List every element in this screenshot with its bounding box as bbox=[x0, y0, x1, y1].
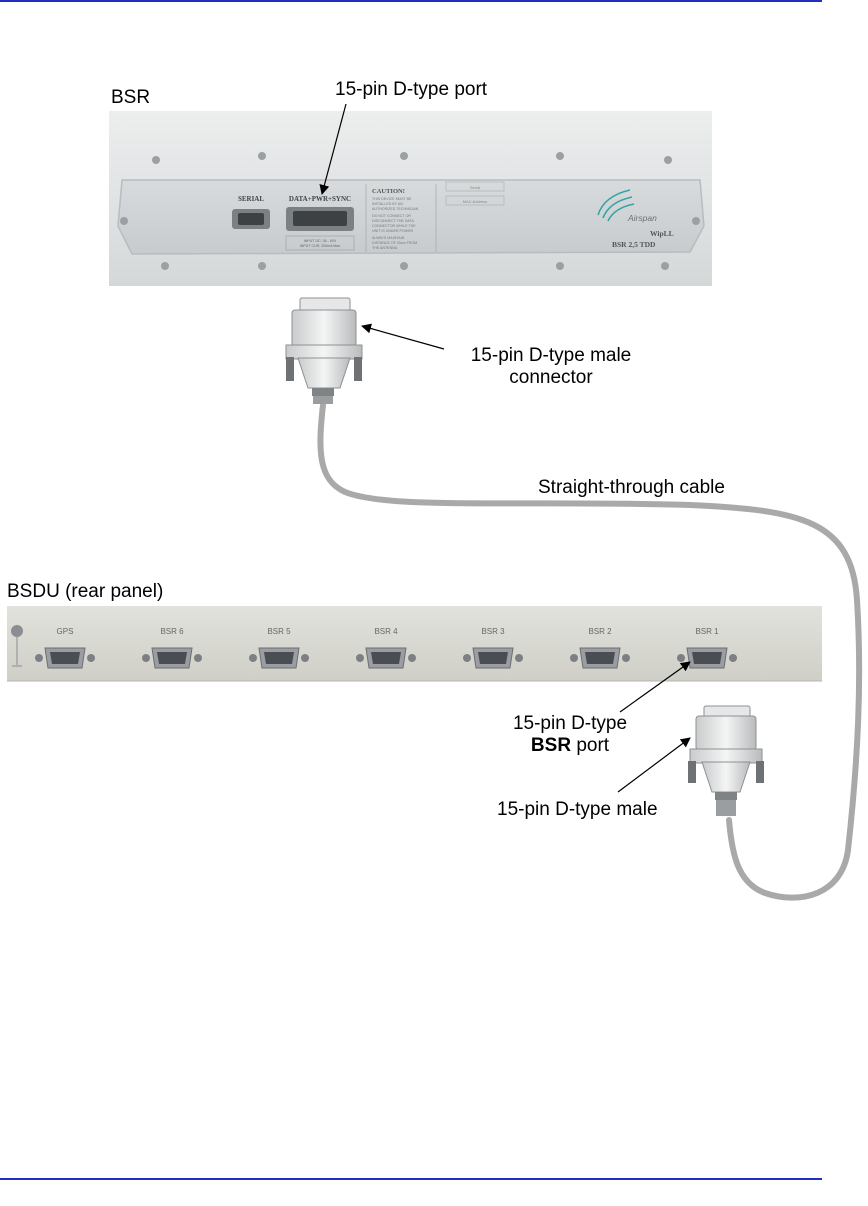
port-screw bbox=[356, 654, 364, 662]
arrow-male-connector bbox=[361, 323, 445, 350]
port-screw bbox=[570, 654, 578, 662]
male-connector-label-line2: connector bbox=[509, 367, 593, 388]
port-screw bbox=[194, 654, 202, 662]
arrow-bottom-male bbox=[617, 737, 691, 793]
caution-text-9: DISTANCE OF 20cm FROM bbox=[372, 241, 417, 245]
bsdu-port-bsr-1: BSR 1 bbox=[677, 627, 737, 669]
port-socket bbox=[157, 652, 187, 664]
bsdu-bsr-port-label: 15-pin D-type BSR port bbox=[490, 713, 650, 757]
straight-through-cable bbox=[317, 402, 863, 901]
port-screw bbox=[142, 654, 150, 662]
port-screw bbox=[677, 654, 685, 662]
bsdu-port-label: BSR 5 bbox=[267, 627, 291, 636]
caution-text-4: DO NOT CONNECT OR bbox=[372, 214, 411, 218]
port-socket bbox=[50, 652, 80, 664]
caution-text-2: INSTALLED BY AN bbox=[372, 202, 403, 206]
port-screw bbox=[729, 654, 737, 662]
port-socket bbox=[585, 652, 615, 664]
input-label-1: INPUT DC: 36 - 60V bbox=[304, 239, 337, 243]
model-label-2: BSR 2,5 TDD bbox=[612, 240, 656, 249]
bsdu-bsr-port-label-line2: BSR port bbox=[490, 735, 650, 757]
bsdu-port-label: BSR 3 bbox=[481, 627, 505, 636]
bsdu-rear-panel: GPS BSR 6 BSR 5 BSR 4 BSR 3 BSR 2 BSR 1 bbox=[7, 606, 822, 682]
brand-label: Airspan bbox=[627, 213, 657, 223]
caution-text-6: CONNECTOR WHILE THE bbox=[372, 224, 416, 228]
port-socket bbox=[692, 652, 722, 664]
bsdu-port-bsr-4: BSR 4 bbox=[356, 627, 416, 669]
bsdu-port-label: GPS bbox=[57, 627, 74, 636]
top-rule bbox=[0, 0, 822, 2]
bsdu-port-bsr-5: BSR 5 bbox=[249, 627, 309, 669]
bsdu-port-gps: GPS bbox=[35, 627, 95, 669]
model-label-1: WipLL bbox=[650, 229, 674, 238]
input-label-2: INPUT CUR: 200mA Max bbox=[300, 244, 341, 248]
data-port-label: DATA+PWR+SYNC bbox=[289, 195, 351, 203]
bsdu-port-label: BSR 4 bbox=[374, 627, 398, 636]
serial-port-label: SERIAL bbox=[238, 195, 264, 203]
male-connector-label: 15-pin D-type male connector bbox=[446, 345, 656, 389]
bsdu-port-bsr-3: BSR 3 bbox=[463, 627, 523, 669]
caution-title: CAUTION! bbox=[372, 188, 405, 195]
caution-text-10: THE ANTENNA bbox=[372, 246, 398, 250]
bsdu-port-label: BSR 1 bbox=[695, 627, 719, 636]
port-screw bbox=[35, 654, 43, 662]
bottom-male-label: 15-pin D-type male bbox=[497, 799, 658, 820]
port-screw bbox=[408, 654, 416, 662]
bsdu-port-label: BSR 6 bbox=[160, 627, 184, 636]
bottom-rule bbox=[0, 1178, 822, 1180]
caution-text-5: DISCONNECT THE DATA bbox=[372, 219, 414, 223]
bsr-label: BSR bbox=[111, 87, 151, 108]
arrow-bsdu-bsr-port bbox=[619, 661, 691, 713]
port-socket bbox=[371, 652, 401, 664]
bsdu-port-bsr-2: BSR 2 bbox=[570, 627, 630, 669]
arrow-bsr-port bbox=[319, 103, 347, 195]
serial-box-label: Serial bbox=[470, 185, 480, 190]
caution-text-1: THIS DEVICE MUST BE bbox=[372, 197, 412, 201]
bsdu-port-bsr-6: BSR 6 bbox=[142, 627, 202, 669]
bsr-bold-text: BSR bbox=[530, 735, 572, 756]
port-screw bbox=[463, 654, 471, 662]
port-screw bbox=[249, 654, 257, 662]
port-screw bbox=[622, 654, 630, 662]
port-screw bbox=[87, 654, 95, 662]
top-male-connector bbox=[285, 297, 363, 404]
port-screw bbox=[515, 654, 523, 662]
bottom-male-connector bbox=[688, 705, 764, 816]
port-socket bbox=[478, 652, 508, 664]
caution-text-7: UNIT IS UNDER POWER bbox=[372, 229, 413, 233]
airspan-logo bbox=[597, 189, 635, 222]
bsr-device: SERIAL DATA+PWR+SYNC INPUT DC: 36 - 60V … bbox=[109, 111, 712, 286]
bsr-port-label: 15-pin D-type port bbox=[335, 79, 488, 100]
caution-text-8: ALWAYS MAINTAIN bbox=[372, 236, 405, 240]
port-screw bbox=[301, 654, 309, 662]
bsdu-bsr-port-label-line1: 15-pin D-type bbox=[512, 713, 628, 734]
male-connector-label-line1: 15-pin D-type male bbox=[470, 345, 632, 366]
port-text: port bbox=[571, 735, 610, 756]
bsdu-label: BSDU (rear panel) bbox=[7, 581, 164, 602]
caution-text-3: AUTHORIZED TECHNICIAN bbox=[372, 207, 419, 211]
mac-box-label: MAC Address bbox=[463, 199, 487, 204]
cable-label: Straight-through cable bbox=[538, 477, 725, 498]
port-socket bbox=[264, 652, 294, 664]
ground-screw bbox=[11, 625, 23, 637]
bsdu-port-label: BSR 2 bbox=[588, 627, 612, 636]
